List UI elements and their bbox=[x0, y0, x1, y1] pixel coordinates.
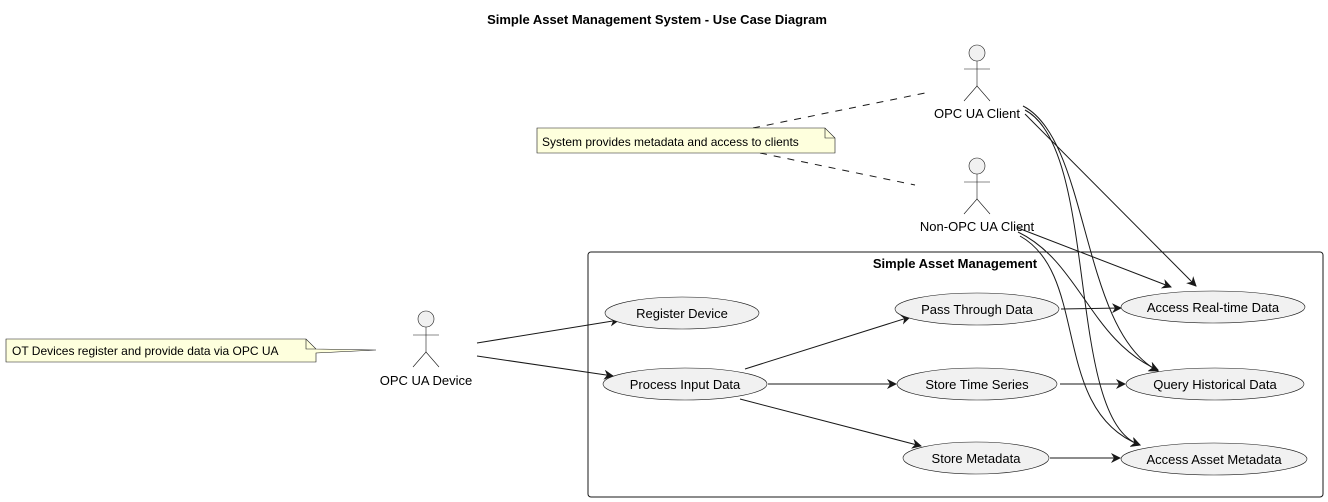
use-case-pass-through-data-shape bbox=[894, 292, 1060, 326]
use-case-store-time-series-label: Store Time Series bbox=[925, 377, 1029, 392]
note-device-text: OT Devices register and provide data via… bbox=[12, 344, 279, 358]
edge-device-process bbox=[476, 355, 614, 380]
note-fold bbox=[824, 128, 835, 139]
use-case-query-historical-data: Query Historical Data bbox=[1125, 367, 1305, 401]
use-case-access-real-time-data-shape bbox=[1120, 290, 1306, 324]
system-boundary-label: Simple Asset Management bbox=[873, 256, 1038, 271]
edge-process-metadata bbox=[739, 398, 922, 449]
associations bbox=[476, 91, 1197, 463]
note-link-non-opc-client bbox=[759, 152, 916, 186]
note-fold bbox=[305, 339, 316, 350]
use-case-store-metadata-shape bbox=[902, 441, 1050, 475]
note-link-opc-client bbox=[752, 91, 931, 129]
use-case-access-asset-metadata: Access Asset Metadata bbox=[1120, 442, 1308, 476]
use-case-access-asset-metadata-shape bbox=[1120, 442, 1308, 476]
note-device: OT Devices register and provide data via… bbox=[5, 338, 377, 363]
actor-head bbox=[968, 157, 986, 175]
edge-opc-client-historical bbox=[1022, 105, 1159, 372]
actor-label: OPC UA Client bbox=[934, 106, 1020, 121]
actor-non-opc-ua-client: Non-OPC UA Client bbox=[920, 157, 1035, 234]
actor-opc-ua-client: OPC UA Client bbox=[934, 44, 1020, 121]
use-case-access-asset-metadata-label: Access Asset Metadata bbox=[1146, 452, 1282, 467]
note-clients-shape bbox=[536, 127, 836, 154]
note-clients-text: System provides metadata and access to c… bbox=[542, 135, 799, 149]
use-case-store-time-series-shape bbox=[896, 367, 1058, 401]
edge-non-opc-client-metadata bbox=[1019, 235, 1141, 447]
use-case-query-historical-data-label: Query Historical Data bbox=[1153, 377, 1277, 392]
use-case-query-historical-data-shape bbox=[1125, 367, 1305, 401]
actor-head bbox=[968, 44, 986, 62]
use-case-pass-through-data: Pass Through Data bbox=[894, 292, 1060, 326]
note-device-shape bbox=[5, 338, 377, 363]
edge-non-opc-client-historical bbox=[1017, 231, 1159, 371]
actor-head bbox=[417, 310, 435, 328]
actor-legs bbox=[963, 198, 991, 215]
actor-opc-ua-device: OPC UA Device bbox=[380, 310, 472, 388]
note-clients: System provides metadata and access to c… bbox=[536, 127, 836, 154]
actor-label: OPC UA Device bbox=[380, 373, 472, 388]
use-case-process-input-data-label: Process Input Data bbox=[630, 377, 741, 392]
use-case-store-metadata-label: Store Metadata bbox=[932, 451, 1022, 466]
actor-legs bbox=[412, 351, 440, 368]
edge-non-opc-client-realtime bbox=[1017, 227, 1172, 289]
use-case-register-device-label: Register Device bbox=[636, 306, 728, 321]
actor-legs bbox=[963, 85, 991, 102]
use-case-access-real-time-data: Access Real-time Data bbox=[1120, 290, 1306, 324]
edge-process-pass-through bbox=[744, 314, 911, 370]
edge-opc-client-metadata bbox=[1024, 109, 1141, 447]
diagram-title: Simple Asset Management System - Use Cas… bbox=[487, 12, 827, 27]
use-case-register-device-shape bbox=[604, 296, 760, 330]
use-case-store-metadata: Store Metadata bbox=[902, 441, 1050, 475]
system-boundary-box bbox=[587, 251, 1324, 498]
use-case-process-input-data-shape bbox=[602, 367, 768, 401]
edge-device-register bbox=[476, 316, 620, 344]
actor-label: Non-OPC UA Client bbox=[920, 219, 1035, 234]
edge-opc-client-realtime bbox=[1024, 113, 1197, 287]
system-boundary: Simple Asset Management bbox=[587, 251, 1324, 498]
use-case-pass-through-data-label: Pass Through Data bbox=[921, 302, 1034, 317]
use-case-register-device: Register Device bbox=[604, 296, 760, 330]
use-case-store-time-series: Store Time Series bbox=[896, 367, 1058, 401]
use-case-process-input-data: Process Input Data bbox=[602, 367, 768, 401]
use-case-access-real-time-data-label: Access Real-time Data bbox=[1147, 300, 1280, 315]
